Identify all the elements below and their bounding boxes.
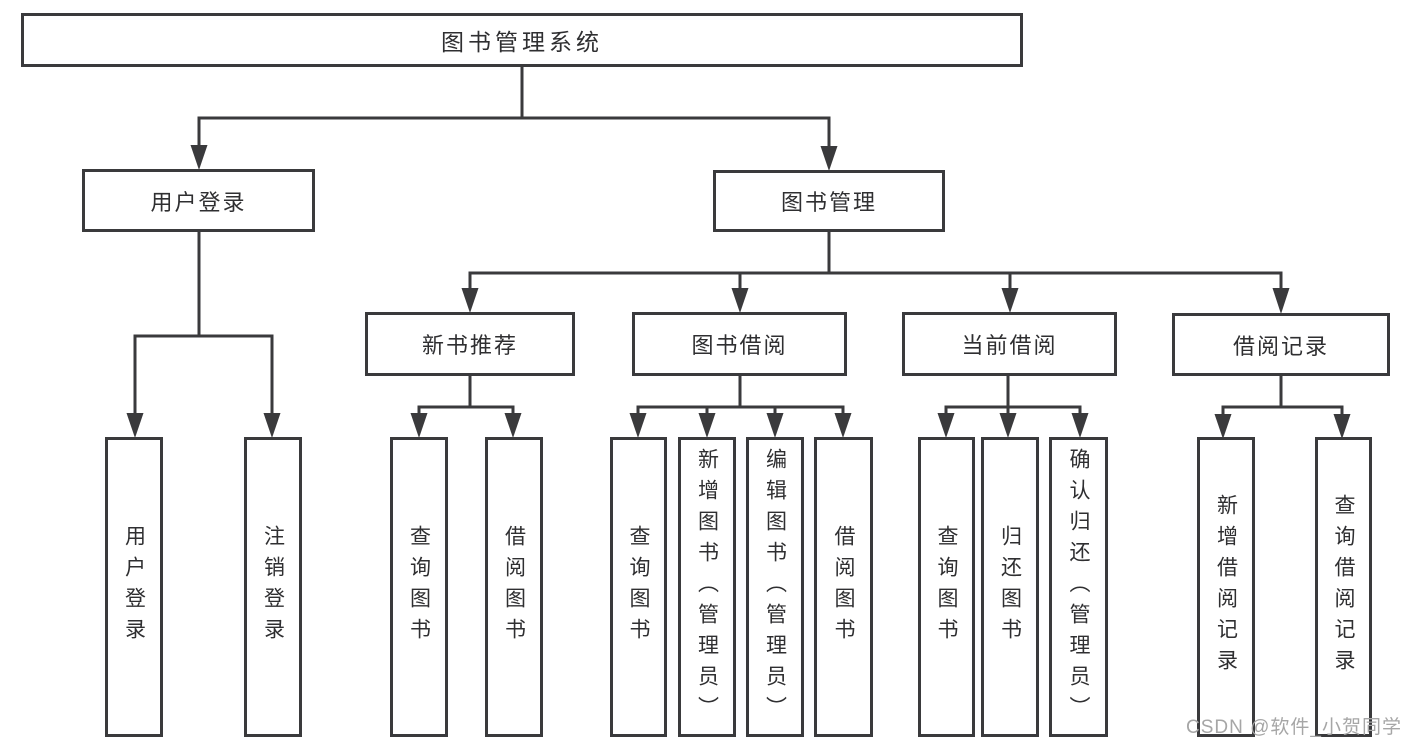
connector-borrowrecords-to-leaves: [1214, 374, 1351, 439]
leaf-borrow-book: 借阅图书: [814, 437, 873, 737]
arrowhead: [410, 413, 428, 438]
leaf-current-return: 归还图书: [981, 437, 1039, 737]
leaf-borrow-edit-admin: 编辑图书（管理员）: [746, 437, 804, 737]
arrowhead: [461, 288, 479, 313]
node-root-system: 图书管理系统: [21, 13, 1023, 67]
node-book-management-module: 图书管理: [713, 170, 945, 232]
leaf-logout: 注销登录: [244, 437, 302, 737]
arrowhead: [999, 413, 1017, 438]
node-user-login-module: 用户登录: [82, 169, 315, 232]
leaf-label: 注销登录: [261, 525, 285, 649]
leaf-newbooks-query: 查询图书: [390, 437, 448, 737]
leaf-label: 查询图书: [407, 525, 431, 649]
leaf-label: 查询图书: [935, 525, 958, 649]
leaf-label: 借阅图书: [832, 525, 855, 649]
connector-root-to-level2: [190, 64, 838, 171]
arrowhead: [731, 288, 749, 313]
leaf-label: 新增借阅记录: [1214, 494, 1238, 680]
leaf-label: 编辑图书（管理员）: [763, 447, 787, 727]
csdn-watermark: CSDN @软件_小贺同学: [1186, 717, 1402, 738]
arrowhead: [1071, 413, 1089, 438]
arrowhead: [190, 145, 208, 170]
arrowhead: [263, 413, 281, 438]
leaf-newbooks-borrow: 借阅图书: [485, 437, 543, 737]
node-new-book-recommend: 新书推荐: [365, 312, 575, 376]
arrowhead: [820, 146, 838, 171]
arrowhead: [937, 413, 955, 438]
leaf-borrow-add-admin: 新增图书（管理员）: [678, 437, 736, 737]
connector-bookborrow-to-leaves: [629, 374, 852, 438]
arrowhead: [1272, 288, 1290, 314]
connector-userlogin-to-leaves: [126, 230, 281, 438]
arrowhead: [1214, 414, 1232, 439]
leaf-current-query: 查询图书: [918, 437, 975, 737]
leaf-records-query: 查询借阅记录: [1315, 437, 1372, 737]
connector-currentborrow-to-leaves: [937, 374, 1089, 438]
arrowhead: [1001, 288, 1019, 313]
leaf-label: 查询图书: [627, 525, 650, 649]
leaf-label: 新增图书（管理员）: [695, 447, 719, 727]
arrowhead: [766, 413, 784, 438]
arrowhead: [1333, 414, 1351, 439]
leaf-label: 用户登录: [122, 525, 146, 649]
leaf-borrow-query: 查询图书: [610, 437, 667, 737]
leaf-user-login: 用户登录: [105, 437, 163, 737]
node-borrow-records: 借阅记录: [1172, 313, 1390, 376]
leaf-label: 归还图书: [998, 525, 1022, 649]
node-current-borrow: 当前借阅: [902, 312, 1117, 376]
connector-bookmgmt-to-level3: [461, 230, 1290, 314]
arrowhead: [629, 413, 647, 438]
arrowhead: [698, 413, 716, 438]
leaf-records-add: 新增借阅记录: [1197, 437, 1255, 737]
leaf-label: 查询借阅记录: [1332, 494, 1355, 680]
leaf-label: 借阅图书: [502, 525, 526, 649]
arrowhead: [834, 413, 852, 438]
leaf-label: 确认归还（管理员）: [1067, 447, 1090, 727]
leaf-current-confirm-admin: 确认归还（管理员）: [1049, 437, 1108, 737]
arrowhead: [504, 413, 522, 438]
arrowhead: [126, 413, 144, 438]
node-book-borrow: 图书借阅: [632, 312, 847, 376]
connector-newbooks-to-leaves: [410, 374, 522, 438]
